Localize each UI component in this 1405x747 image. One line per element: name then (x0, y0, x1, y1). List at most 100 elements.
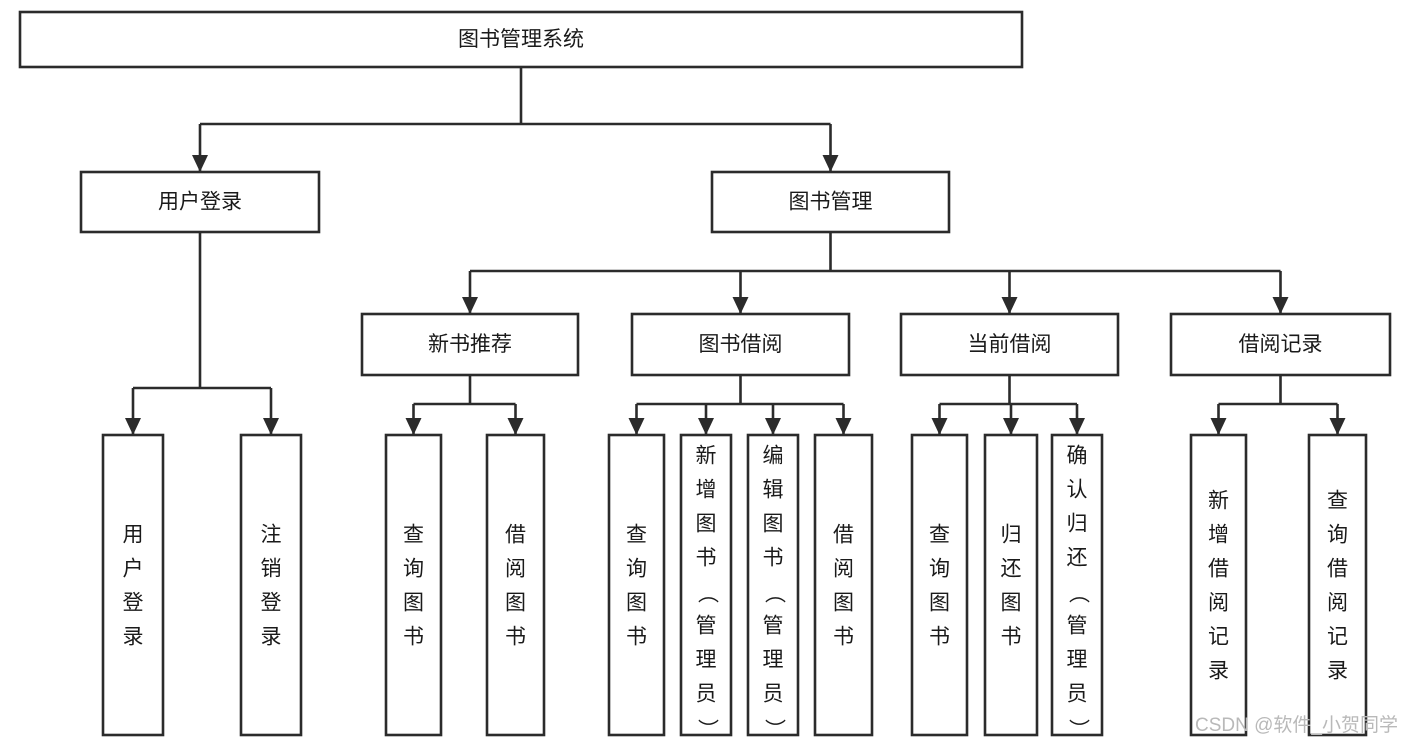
node-leaf-query-book-1[interactable] (384, 433, 443, 737)
svg-text:登: 登 (123, 592, 144, 615)
node-book-borrow-label: 图书借阅 (699, 333, 783, 356)
node-leaf-query-book-3[interactable] (910, 433, 969, 737)
arrow-head-icon (1272, 297, 1289, 314)
svg-text:录: 录 (123, 626, 144, 649)
svg-text:销: 销 (261, 558, 282, 581)
node-leaf-confirm-return-admin[interactable] (1050, 433, 1104, 737)
svg-text:还: 还 (1067, 547, 1088, 570)
svg-text:图: 图 (1001, 592, 1022, 615)
svg-text:书: 书 (403, 626, 424, 649)
node-current-borrow-label: 当前借阅 (968, 333, 1052, 356)
svg-text:查: 查 (626, 524, 647, 547)
node-leaf-edit-book-admin[interactable] (746, 433, 800, 737)
svg-text:）: ） (695, 719, 718, 740)
node-leaf-user-login[interactable] (101, 433, 165, 737)
arrow-head-icon (507, 418, 524, 435)
node-leaf-query-borrow-record[interactable] (1307, 433, 1368, 737)
node-current-borrow[interactable] (899, 312, 1120, 377)
node-box-layer (18, 10, 1392, 737)
svg-text:归: 归 (1067, 513, 1088, 536)
arrow-head-icon (1329, 418, 1346, 435)
node-new-book-recommend[interactable] (360, 312, 580, 377)
svg-text:辑: 辑 (763, 479, 784, 502)
svg-text:员: 员 (1067, 683, 1088, 706)
svg-text:增: 增 (696, 479, 717, 502)
svg-text:管: 管 (696, 615, 717, 638)
svg-text:归: 归 (1001, 524, 1022, 547)
node-book-manage-label: 图书管理 (789, 191, 873, 214)
node-user-login-label: 用户登录 (158, 191, 242, 214)
svg-text:询: 询 (626, 558, 647, 581)
arrow-head-icon (822, 155, 839, 172)
svg-text:询: 询 (1327, 524, 1348, 547)
node-label-layer: 图书管理系统用户登录图书管理新书推荐图书借阅当前借阅借阅记录用户登录注销登录查询… (123, 28, 1349, 739)
node-leaf-user-login-label: 用户登录 (123, 524, 144, 649)
arrow-head-icon (462, 297, 478, 314)
svg-text:）: ） (1066, 719, 1089, 740)
svg-text:图: 图 (403, 592, 424, 615)
svg-text:图: 图 (505, 592, 526, 615)
svg-text:新: 新 (696, 445, 717, 468)
svg-text:图: 图 (696, 513, 717, 536)
svg-text:录: 录 (1208, 660, 1229, 683)
node-root-book-management-system[interactable] (18, 10, 1024, 69)
arrow-head-icon (1001, 297, 1018, 314)
node-leaf-borrow-book-2[interactable] (813, 433, 874, 737)
svg-text:图: 图 (929, 592, 950, 615)
svg-text:管: 管 (763, 615, 784, 638)
svg-text:书: 书 (505, 626, 526, 649)
svg-text:（: （ (762, 583, 785, 604)
arrow-head-icon (698, 418, 714, 435)
arrow-head-icon (931, 418, 948, 435)
svg-text:增: 增 (1208, 524, 1229, 547)
node-new-book-recommend-label: 新书推荐 (428, 333, 512, 356)
arrow-head-icon (192, 155, 208, 172)
svg-text:询: 询 (929, 558, 950, 581)
arrow-head-icon (628, 418, 645, 435)
node-leaf-borrow-book-1[interactable] (485, 433, 546, 737)
svg-text:书: 书 (833, 626, 854, 649)
node-leaf-logout-login[interactable] (239, 433, 303, 737)
svg-text:阅: 阅 (1327, 592, 1348, 615)
node-borrow-record[interactable] (1169, 312, 1392, 377)
svg-text:员: 员 (763, 683, 784, 706)
arrow-head-icon (1210, 418, 1227, 435)
svg-text:阅: 阅 (833, 558, 854, 581)
svg-text:询: 询 (403, 558, 424, 581)
arrow-head-icon (263, 418, 279, 435)
node-leaf-add-book-admin[interactable] (679, 433, 733, 737)
csdn-watermark: CSDN @软件_小贺同学 (1195, 714, 1398, 736)
node-leaf-add-borrow-record[interactable] (1189, 433, 1248, 737)
svg-text:理: 理 (1067, 649, 1088, 672)
svg-text:阅: 阅 (505, 558, 526, 581)
svg-text:图: 图 (763, 513, 784, 536)
arrow-head-icon (765, 418, 781, 435)
node-book-manage[interactable] (710, 170, 951, 234)
svg-text:理: 理 (696, 649, 717, 672)
node-book-borrow[interactable] (630, 312, 851, 377)
node-leaf-return-book[interactable] (983, 433, 1039, 737)
svg-text:注: 注 (261, 524, 282, 547)
arrow-head-icon (732, 297, 749, 314)
svg-text:借: 借 (1208, 558, 1229, 581)
arrow-head-icon (1003, 418, 1019, 435)
svg-text:查: 查 (929, 524, 950, 547)
svg-text:认: 认 (1067, 479, 1088, 502)
svg-text:还: 还 (1001, 558, 1022, 581)
node-root-label: 图书管理系统 (458, 28, 584, 51)
svg-text:理: 理 (763, 649, 784, 672)
node-user-login[interactable] (79, 170, 321, 234)
node-leaf-query-book-2[interactable] (607, 433, 666, 737)
svg-text:）: ） (762, 719, 785, 740)
arrow-head-icon (1069, 418, 1085, 435)
svg-text:员: 员 (696, 683, 717, 706)
svg-text:阅: 阅 (1208, 592, 1229, 615)
connector-layer (125, 67, 1346, 435)
svg-text:录: 录 (1327, 660, 1348, 683)
